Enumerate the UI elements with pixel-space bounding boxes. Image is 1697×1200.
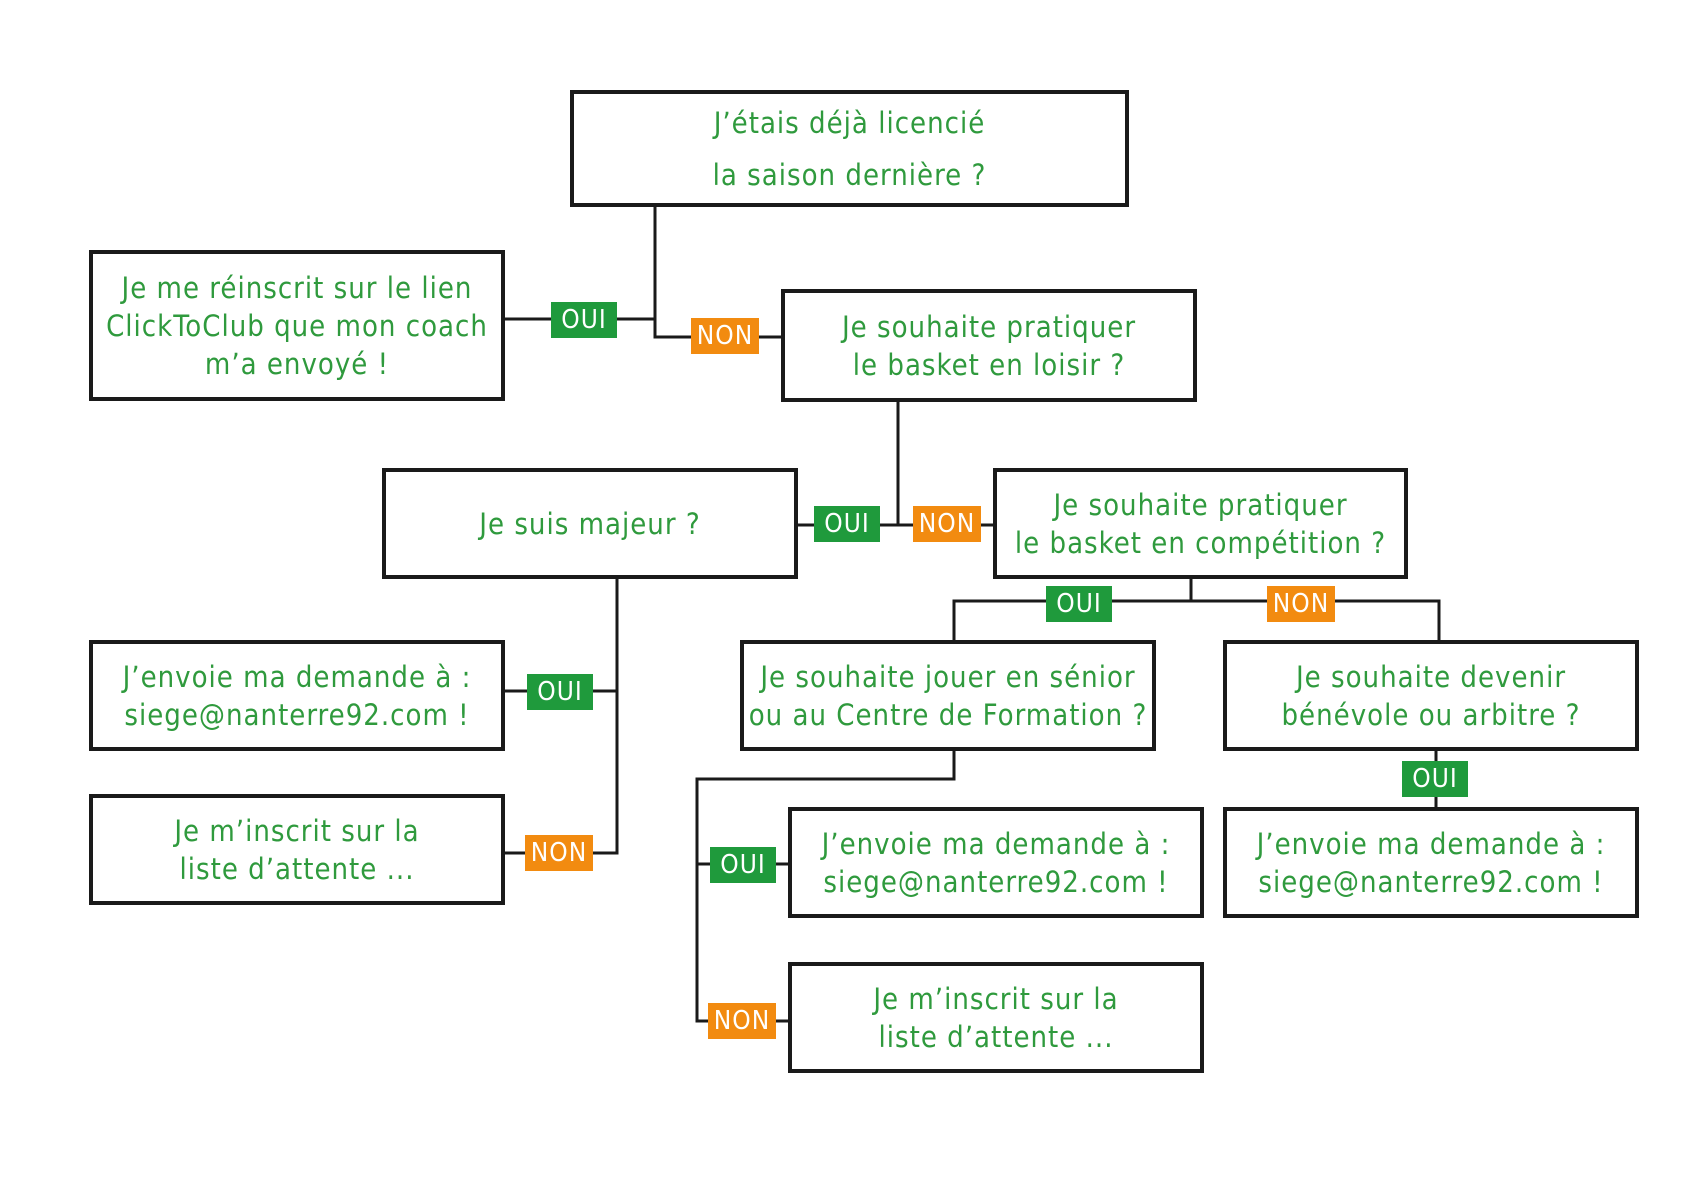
answer-box-reinscrit: Je me réinscrit sur le lien ClickToClub … [89,250,505,401]
answer-text: Je m’inscrit sur la [873,981,1119,1016]
answer-text: Je me réinscrit sur le lien [121,270,473,305]
question-box-licencie: J’étais déjà licencié la saison dernière… [570,90,1129,207]
answer-text: J’envoie ma demande à : [1256,826,1606,861]
question-box-competition: Je souhaite pratiquer le basket en compé… [993,468,1408,579]
question-text: Je souhaite devenir [1295,659,1567,694]
answer-box-envoie-benevole: J’envoie ma demande à : siege@nanterre92… [1223,807,1639,918]
question-box-senior: Je souhaite jouer en sénior ou au Centre… [740,640,1156,751]
yes-badge-loisir: OUI [814,506,880,542]
answer-box-envoie-majeur: J’envoie ma demande à : siege@nanterre92… [89,640,505,751]
answer-text: ClickToClub que mon coach [106,308,488,343]
answer-text: siege@nanterre92.com ! [823,864,1169,899]
question-box-majeur: Je suis majeur ? [382,468,798,579]
yes-badge-senior: OUI [710,847,776,883]
answer-text: J’envoie ma demande à : [122,659,472,694]
answer-text: siege@nanterre92.com ! [124,697,470,732]
connector-majeur-non [503,691,619,855]
answer-text: liste d’attente ... [179,851,415,886]
answer-text: siege@nanterre92.com ! [1258,864,1604,899]
question-text: bénévole ou arbitre ? [1281,697,1581,732]
no-badge-licencie: NON [691,318,759,354]
no-badge-loisir: NON [913,506,981,542]
question-text: la saison dernière ? [712,157,987,192]
question-text: ou au Centre de Formation ? [748,697,1148,732]
answer-text: Je m’inscrit sur la [174,813,420,848]
no-badge-majeur: NON [525,835,593,871]
question-text: le basket en compétition ? [1014,525,1387,560]
yes-badge-competition: OUI [1046,586,1112,622]
yes-badge-licencie: OUI [551,302,617,338]
no-badge-competition: NON [1267,586,1335,622]
answer-text: m’a envoyé ! [204,346,390,381]
question-text: le basket en loisir ? [852,347,1126,382]
question-text: Je suis majeur ? [479,506,701,541]
answer-box-attente-senior: Je m’inscrit sur la liste d’attente ... [788,962,1204,1073]
yes-badge-majeur: OUI [527,674,593,710]
no-badge-senior: NON [708,1003,776,1039]
question-text: J’étais déjà licencié [713,105,986,140]
answer-box-envoie-senior: J’envoie ma demande à : siege@nanterre92… [788,807,1204,918]
answer-box-attente-majeur: Je m’inscrit sur la liste d’attente ... [89,794,505,905]
connector-senior-non [695,864,790,1023]
question-box-loisir: Je souhaite pratiquer le basket en loisi… [781,289,1197,402]
question-text: Je souhaite jouer en sénior [760,659,1136,694]
question-box-benevole: Je souhaite devenir bénévole ou arbitre … [1223,640,1639,751]
answer-text: J’envoie ma demande à : [821,826,1171,861]
question-text: Je souhaite pratiquer [1053,487,1348,522]
question-text: Je souhaite pratiquer [841,309,1137,344]
yes-badge-benevole: OUI [1402,761,1468,797]
answer-text: liste d’attente ... [878,1019,1114,1054]
